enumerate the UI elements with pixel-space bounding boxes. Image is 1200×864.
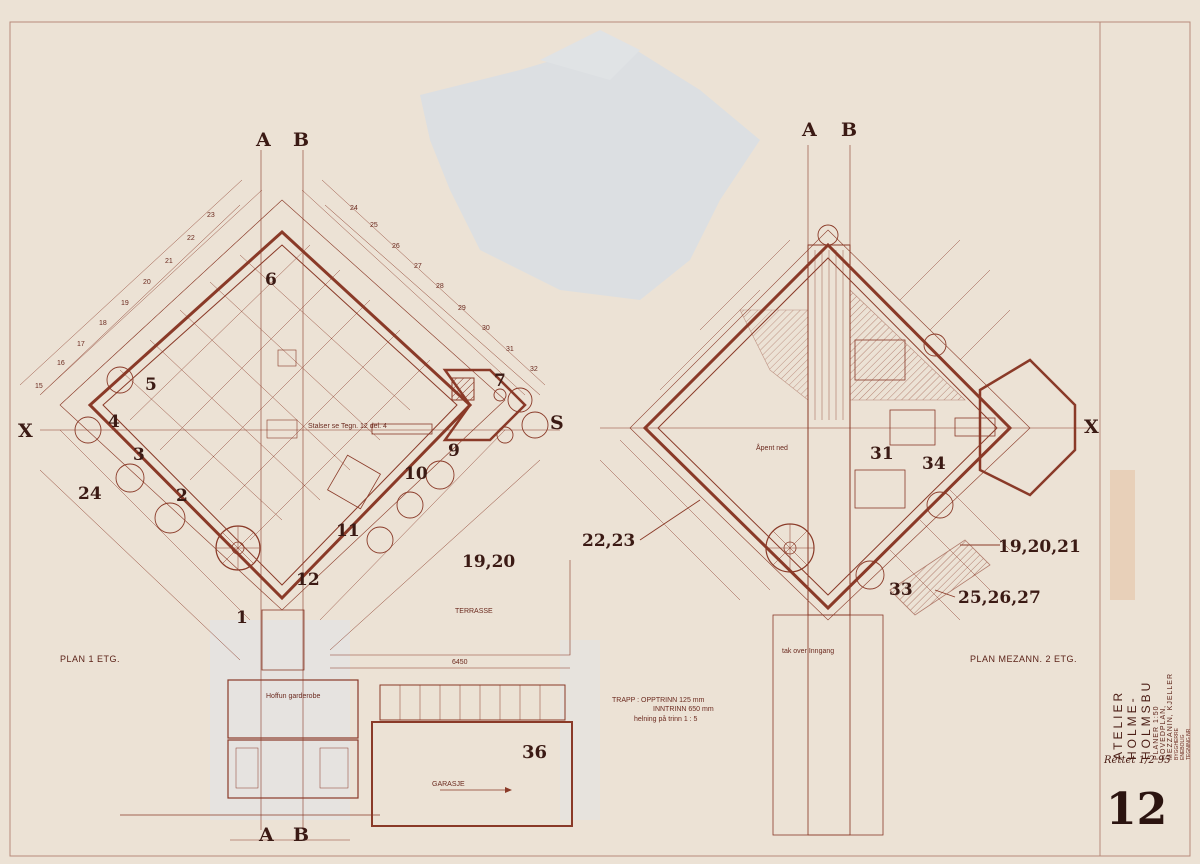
grid-right-28: 28 bbox=[436, 283, 444, 290]
ground-floor-plan bbox=[19, 150, 573, 841]
grid-left-18: 18 bbox=[99, 320, 107, 327]
stair-note-line-1: TRAPP : OPPTRINN 125 mm bbox=[612, 697, 705, 704]
mezzanine-plan bbox=[599, 145, 1090, 836]
grid-left-17: 17 bbox=[77, 341, 85, 348]
note-roof-entrance: tak over Inngang bbox=[782, 648, 835, 655]
room-number-11: 11 bbox=[336, 521, 360, 541]
room-number-34: 34 bbox=[922, 454, 946, 474]
grid-right-24: 24 bbox=[350, 205, 358, 212]
room-number-33: 33 bbox=[889, 580, 913, 600]
grid-right-32: 32 bbox=[530, 366, 538, 373]
room-number-3: 3 bbox=[133, 445, 145, 465]
title-block-note-3: TEGNING NR bbox=[1186, 728, 1192, 760]
room-number-2: 2 bbox=[176, 486, 188, 506]
grid-right-29: 29 bbox=[458, 305, 466, 312]
grid-left-16: 16 bbox=[57, 360, 65, 367]
axis-label-b-right: B bbox=[841, 119, 858, 141]
room-number-1: 1 bbox=[236, 608, 248, 628]
axis-label-a-right: A bbox=[802, 119, 817, 141]
axis-label-x-left: X bbox=[18, 420, 33, 442]
room-number-12: 12 bbox=[296, 570, 320, 590]
stair-note-line-3: helning på trinn 1 : 5 bbox=[634, 716, 698, 723]
note-garage: GARASJE bbox=[432, 781, 465, 788]
stair-note-line-2: INNTRINN 650 mm bbox=[653, 706, 714, 713]
title-block-firm: ATELIER HOLME-HOLMSBU bbox=[1111, 679, 1153, 760]
plan-title-mezzanine: PLAN MEZANN. 2 ETG. bbox=[970, 654, 1078, 664]
title-block: ATELIER HOLME-HOLMSBU PLANER 1:50 HOVEDP… bbox=[1111, 671, 1192, 760]
room-number-6: 6 bbox=[265, 270, 277, 290]
room-number-7: 7 bbox=[494, 371, 506, 391]
title-block-subtitle: HOVEDPLAN, MEZZANIN, KJELLER bbox=[1160, 672, 1174, 760]
note-stairs-ref: Stalser se Tegn. 12 del. 4 bbox=[308, 423, 387, 430]
axis-label-b-left-bottom: B bbox=[293, 824, 310, 846]
room-range-19-20-21: 19,20,21 bbox=[998, 537, 1081, 557]
note-dimension-6450: 6450 bbox=[452, 659, 468, 666]
room-number-9: 9 bbox=[448, 441, 460, 461]
room-number-24: 24 bbox=[78, 484, 102, 504]
grid-left-15: 15 bbox=[35, 383, 43, 390]
grid-left-19: 19 bbox=[121, 300, 129, 307]
title-block-drawing: PLANER 1:50 bbox=[1153, 705, 1160, 760]
grid-left-22: 22 bbox=[187, 235, 195, 242]
axis-label-a-left-top: A bbox=[256, 129, 271, 151]
sheet-number: 12 bbox=[1106, 784, 1168, 835]
grid-left-20: 20 bbox=[143, 279, 151, 286]
room-number-5: 5 bbox=[145, 375, 157, 395]
grid-left-23: 23 bbox=[207, 212, 215, 219]
room-number-4: 4 bbox=[108, 412, 120, 432]
axis-label-s-left: S bbox=[550, 412, 564, 434]
grid-right-27: 27 bbox=[414, 263, 422, 270]
plan-title-ground: PLAN 1 ETG. bbox=[60, 654, 121, 664]
room-range-22-23: 22,23 bbox=[582, 531, 636, 551]
grid-right-26: 26 bbox=[392, 243, 400, 250]
note-terrace: TERRASSE bbox=[455, 608, 493, 615]
axis-label-x-right: X bbox=[1084, 416, 1099, 438]
axis-label-b-left-top: B bbox=[293, 129, 310, 151]
grid-right-30: 30 bbox=[482, 325, 490, 332]
axis-label-a-left-bottom: A bbox=[259, 824, 274, 846]
grid-right-31: 31 bbox=[506, 346, 514, 353]
room-range-25-26-27: 25,26,27 bbox=[958, 588, 1041, 608]
room-range-19-20: 19,20 bbox=[462, 552, 516, 572]
room-number-36: 36 bbox=[522, 742, 548, 763]
grid-right-25: 25 bbox=[370, 222, 378, 229]
room-number-10: 10 bbox=[404, 464, 428, 484]
note-open-below: Åpent ned bbox=[756, 445, 788, 452]
note-wardrobe: Hoffun garderobe bbox=[266, 693, 321, 700]
room-number-31: 31 bbox=[870, 444, 894, 464]
erasure-marks bbox=[210, 30, 1135, 820]
revision-note: Rettet 1/2 95 bbox=[1104, 755, 1171, 766]
grid-left-21: 21 bbox=[165, 258, 173, 265]
